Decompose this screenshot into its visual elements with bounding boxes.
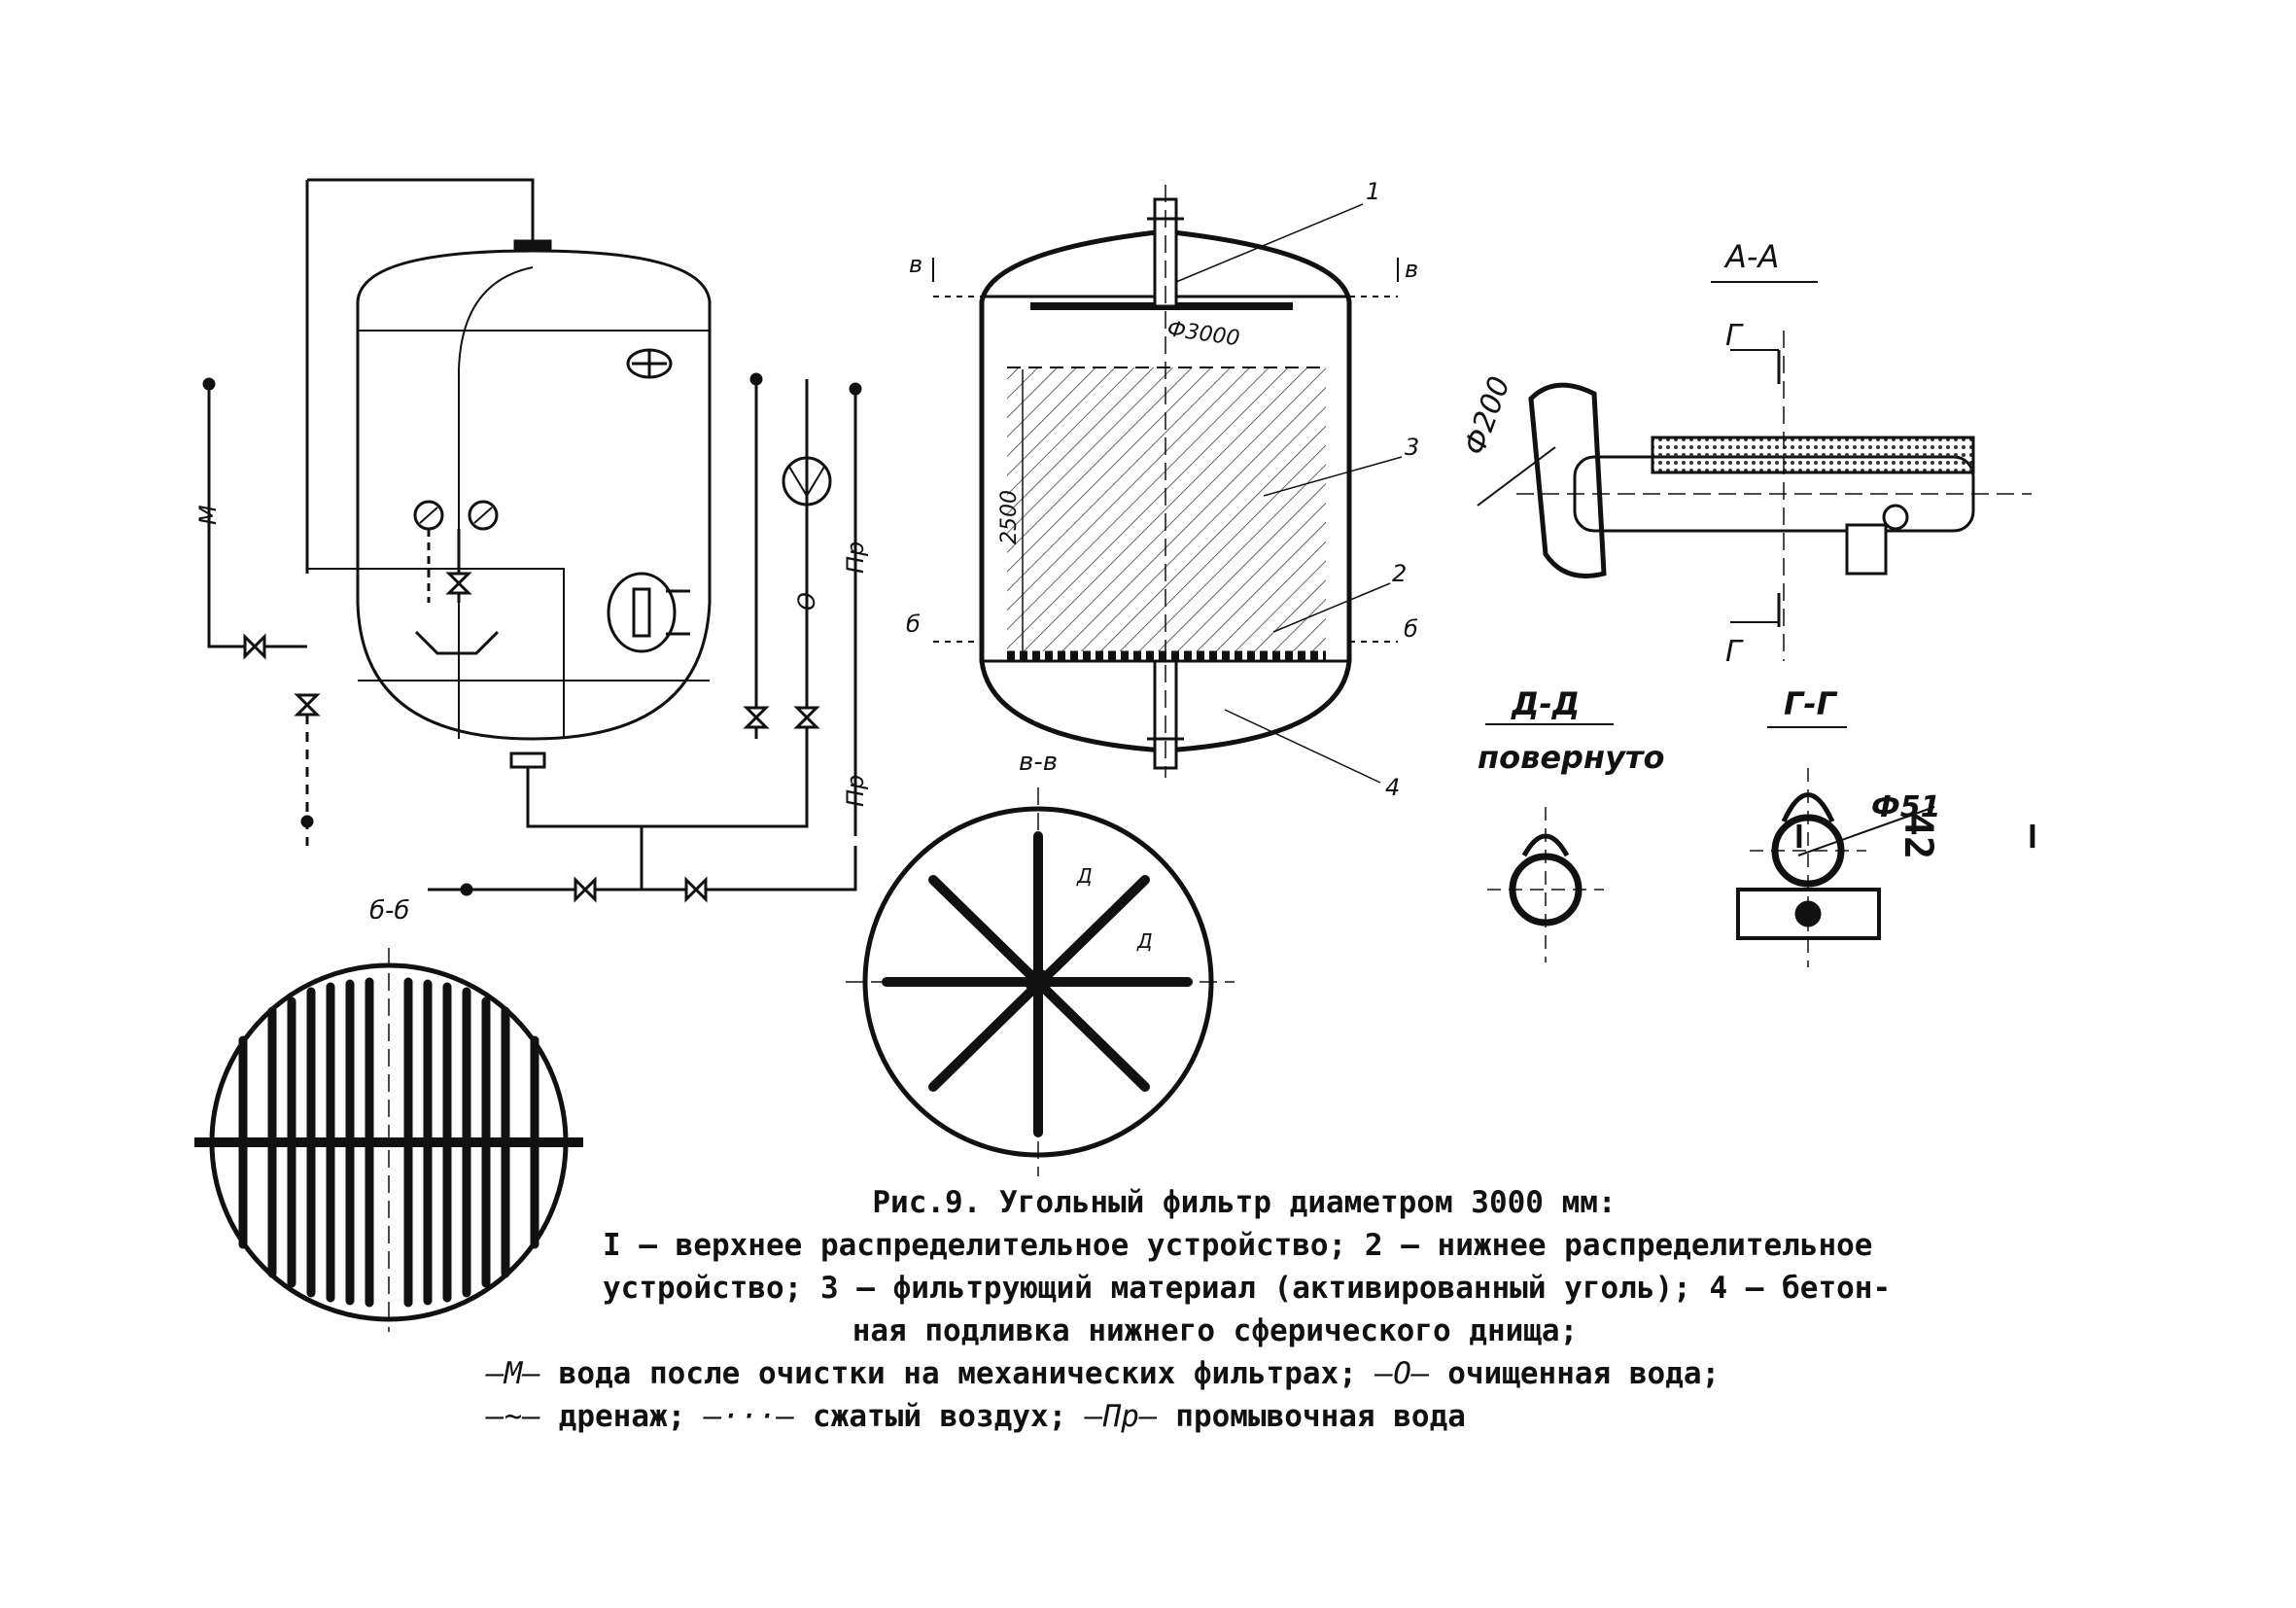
filter-section [932, 185, 1403, 784]
legend-symbol-drain: —~— [486, 1399, 540, 1434]
pipe-label-pr-top: Пр [842, 542, 869, 574]
section-bb-view [194, 948, 583, 1332]
diameter-200: Ф200 [1458, 372, 1517, 460]
section-mark-d-2: Д [1136, 929, 1153, 953]
lower-manhole-icon [607, 572, 690, 653]
section-title-vv: в-в [1019, 748, 1058, 777]
pressure-gauge-icon [468, 500, 499, 531]
callout-1: 1 [1366, 178, 1380, 205]
callout-2: 2 [1392, 560, 1407, 587]
section-title-dd: Д-Д [1511, 685, 1580, 722]
dimension-diameter: Ф3000 [1165, 317, 1241, 351]
legend-symbol-m: —М— [486, 1356, 540, 1391]
figure-title: Рис.9. Угольный фильтр диаметром 3000 мм… [872, 1185, 1617, 1220]
section-mark-b-left: б [906, 611, 921, 638]
description-line-2: устройство; 3 – фильтрующий материал (ак… [603, 1271, 1892, 1306]
description-line-3: ная подливка нижнего сферического днища; [852, 1313, 1579, 1348]
legend-text-air: сжатый воздух; [813, 1399, 1067, 1434]
legend-symbol-o: —О— [1374, 1356, 1430, 1391]
legend-text-drain: дренаж; [558, 1399, 686, 1434]
callout-4: 4 [1385, 774, 1400, 801]
legend-row-1: —М— вода после очистки на механических ф… [457, 1352, 1973, 1395]
section-dd-view [1485, 723, 1614, 962]
page-number: – 42 – [1779, 812, 2057, 860]
section-title-gg: Г-Г [1784, 685, 1838, 722]
section-gg-view [1736, 726, 1935, 967]
diameter-51: Ф51 [1871, 790, 1941, 824]
callout-3: 3 [1405, 434, 1419, 461]
legend-text-pr: промывочная вода [1175, 1399, 1466, 1434]
legend-text-o: очищенная вода; [1447, 1356, 1721, 1391]
section-title-bb: б-б [369, 896, 409, 926]
section-aa-view [1477, 281, 2032, 661]
figure-caption: Рис.9. Угольный фильтр диаметром 3000 мм… [457, 1181, 1973, 1438]
vessel-body [356, 249, 712, 741]
section-title-aa: А-А [1723, 238, 1779, 275]
flowmeter-icon [782, 456, 832, 507]
pipe-label-m: М [194, 505, 222, 525]
description-line-1: I – верхнее распределительное устройство… [603, 1228, 1873, 1263]
pipe-label-pr-bottom: Пр [842, 775, 869, 807]
piping-scheme [202, 178, 862, 903]
manhole-icon [626, 348, 673, 379]
section-mark-g-bottom: Г [1725, 635, 1744, 669]
section-mark-b-right: б [1404, 615, 1418, 643]
section-mark-g-top: Г [1725, 319, 1744, 353]
dimension-height: 2500 [997, 490, 1022, 544]
section-mark-v-right: в [1405, 256, 1418, 283]
pipe-label-o: О [793, 592, 820, 611]
section-title-dd-sub: повернуто [1478, 739, 1664, 776]
legend-symbol-air: —···— [704, 1399, 795, 1434]
legend-symbol-pr: —Пр— [1084, 1399, 1158, 1434]
section-vv-view [846, 787, 1235, 1176]
section-mark-v-left: в [909, 251, 922, 278]
section-mark-d-1: Д [1076, 864, 1093, 888]
legend-row-2: —~— дренаж; —···— сжатый воздух; —Пр— пр… [457, 1395, 1973, 1438]
legend-text-m: вода после очистки на механических фильт… [558, 1356, 1357, 1391]
